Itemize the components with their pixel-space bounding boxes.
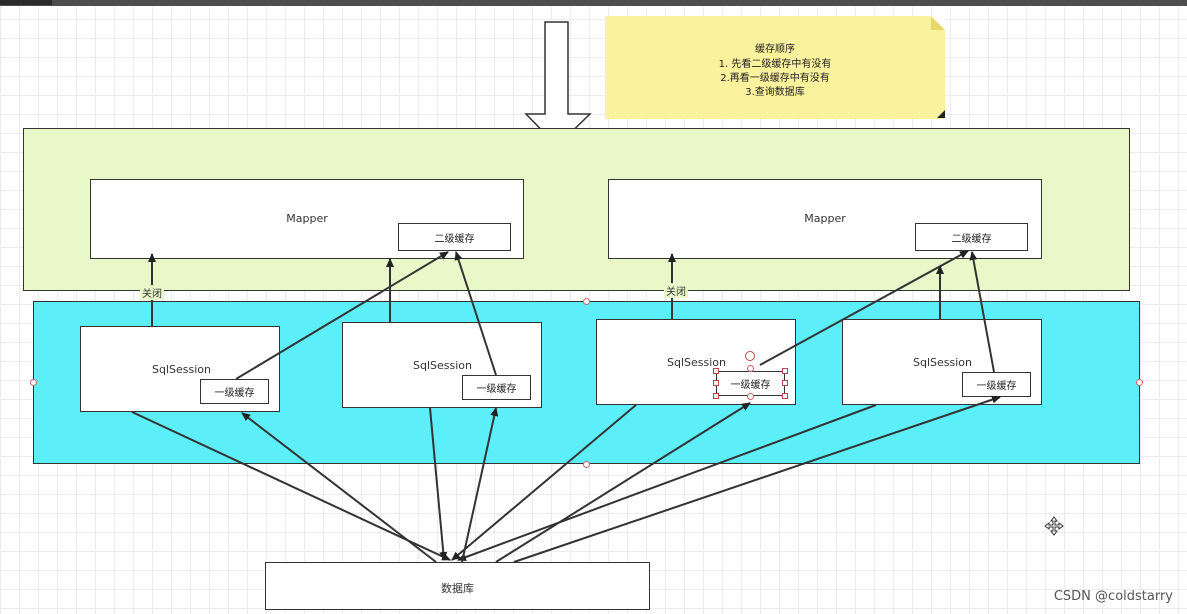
connection-point[interactable] xyxy=(747,393,754,400)
selection-handle[interactable] xyxy=(782,380,788,386)
first-level-cache-box[interactable]: 一级缓存 xyxy=(962,372,1031,397)
second-level-cache-box[interactable]: 二级缓存 xyxy=(398,223,511,251)
database-to-cache-arrow[interactable] xyxy=(495,402,751,563)
cache-order-note[interactable]: 缓存顺序 1. 先看二级缓存中有没有 2.再看一级缓存中有没有 3.查询数据库 xyxy=(605,16,945,119)
database-box[interactable]: 数据库 xyxy=(265,562,650,610)
note-line-2: 2.再看一级缓存中有没有 xyxy=(720,73,830,84)
close-label: 关闭 xyxy=(140,285,164,300)
note-resize-icon[interactable] xyxy=(937,110,945,118)
first-level-cache-box[interactable]: 一级缓存 xyxy=(462,375,531,400)
close-label: 关闭 xyxy=(664,283,688,298)
session-to-database-arrow[interactable] xyxy=(429,407,448,561)
watermark-text: CSDN @coldstarry xyxy=(1053,589,1173,604)
rotate-handle-icon[interactable] xyxy=(743,349,757,363)
move-cursor-icon xyxy=(1044,516,1064,536)
session-to-database-arrow[interactable] xyxy=(457,404,877,561)
second-level-cache-box[interactable]: 二级缓存 xyxy=(915,223,1028,251)
cache-to-cache-arrow[interactable] xyxy=(235,251,449,380)
cache-to-mapper-arrow[interactable] xyxy=(454,251,497,376)
cache-to-mapper-arrow[interactable] xyxy=(969,251,995,373)
note-line-1: 1. 先看二级缓存中有没有 xyxy=(718,59,832,70)
window-tab xyxy=(0,0,52,5)
database-to-cache-arrow[interactable] xyxy=(513,395,1001,563)
connection-point[interactable] xyxy=(583,298,590,305)
cache-to-cache-arrow[interactable] xyxy=(759,250,969,366)
database-to-cache-arrow[interactable] xyxy=(241,412,437,563)
selection-handle[interactable] xyxy=(713,393,719,399)
first-level-cache-box[interactable]: 一级缓存 xyxy=(200,379,269,404)
sqlsession-label: SqlSession xyxy=(413,359,472,372)
selection-handle[interactable] xyxy=(782,393,788,399)
connection-point[interactable] xyxy=(30,379,37,386)
note-line-3: 3.查询数据库 xyxy=(745,87,805,98)
mapper-label: Mapper xyxy=(286,212,328,225)
database-to-cache-arrow[interactable] xyxy=(461,407,499,563)
session-to-database-arrow[interactable] xyxy=(451,404,637,561)
note-title: 缓存顺序 xyxy=(755,44,795,55)
mapper-label: Mapper xyxy=(804,212,846,225)
selection-handle[interactable] xyxy=(713,380,719,386)
database-label: 数据库 xyxy=(441,582,474,595)
window-top-bar xyxy=(0,0,1187,6)
sqlsession-label: SqlSession xyxy=(913,356,972,369)
selection-handle[interactable] xyxy=(782,368,788,374)
session-to-database-arrow[interactable] xyxy=(131,411,451,561)
connection-point[interactable] xyxy=(583,461,590,468)
sqlsession-label: SqlSession xyxy=(667,356,726,369)
sqlsession-label: SqlSession xyxy=(152,363,211,376)
connection-point[interactable] xyxy=(747,365,754,372)
mapper-box[interactable]: Mapper xyxy=(608,179,1042,259)
connection-point[interactable] xyxy=(1136,379,1143,386)
selection-handle[interactable] xyxy=(713,368,719,374)
note-fold-corner xyxy=(931,16,945,30)
